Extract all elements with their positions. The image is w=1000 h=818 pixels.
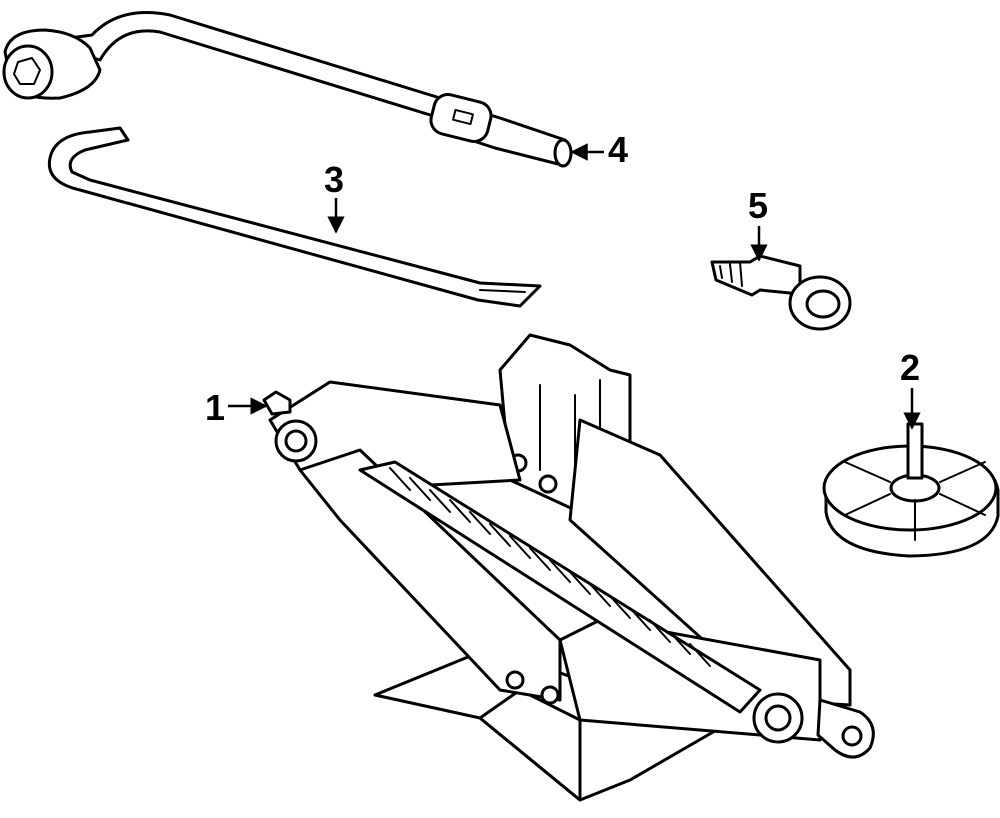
callout-4: 4: [570, 129, 628, 170]
callout-2: 2: [900, 347, 921, 430]
callout-3: 3: [324, 159, 345, 234]
tow-eye: [710, 254, 852, 331]
spare-tire-spacer: [822, 422, 1000, 558]
callout-label-1: 1: [205, 387, 225, 428]
callout-label-2: 2: [900, 347, 920, 388]
callout-1: 1: [205, 387, 268, 428]
lug-wrench: [2, 11, 573, 168]
callout-label-4: 4: [608, 129, 628, 170]
scissor-jack: [262, 333, 875, 802]
callout-5: 5: [748, 185, 768, 262]
callout-label-5: 5: [748, 185, 768, 226]
jack-handle: [47, 126, 542, 308]
callout-label-3: 3: [324, 159, 344, 200]
